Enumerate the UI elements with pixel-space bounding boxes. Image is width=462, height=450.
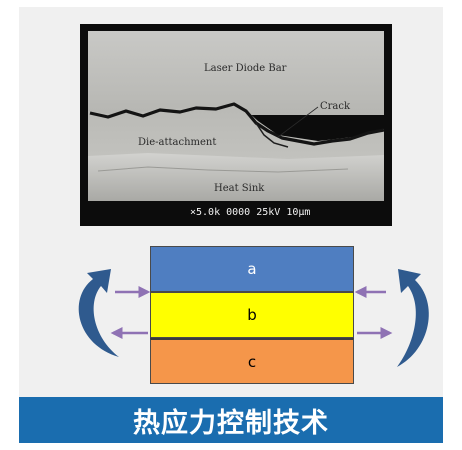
banner-title: 热应力控制技术 xyxy=(133,407,329,439)
layer-b: b xyxy=(150,292,354,338)
label-crack: Crack xyxy=(320,101,351,112)
curved-arrow-left-icon xyxy=(78,269,119,357)
label-die-attachment: Die-attachment xyxy=(138,137,216,148)
curved-arrow-right-icon xyxy=(397,269,429,367)
layer-b-label: b xyxy=(247,306,257,324)
layer-c-label: c xyxy=(247,352,257,371)
layer-a: a xyxy=(150,246,354,292)
sem-scale-readout: ×5.0k 0000 25kV 10μm xyxy=(190,207,310,218)
title-banner: 热应力控制技术 xyxy=(19,397,443,443)
sem-image: Laser Diode Bar Crack Die-attachment Hea… xyxy=(88,31,384,220)
layer-a-label: a xyxy=(247,260,257,278)
label-heat-sink: Heat Sink xyxy=(214,183,265,194)
layer-c: c xyxy=(150,338,354,384)
sem-micrograph: Laser Diode Bar Crack Die-attachment Hea… xyxy=(80,24,392,226)
label-laser-diode-bar: Laser Diode Bar xyxy=(204,63,287,74)
figure-card: Laser Diode Bar Crack Die-attachment Hea… xyxy=(19,7,443,443)
